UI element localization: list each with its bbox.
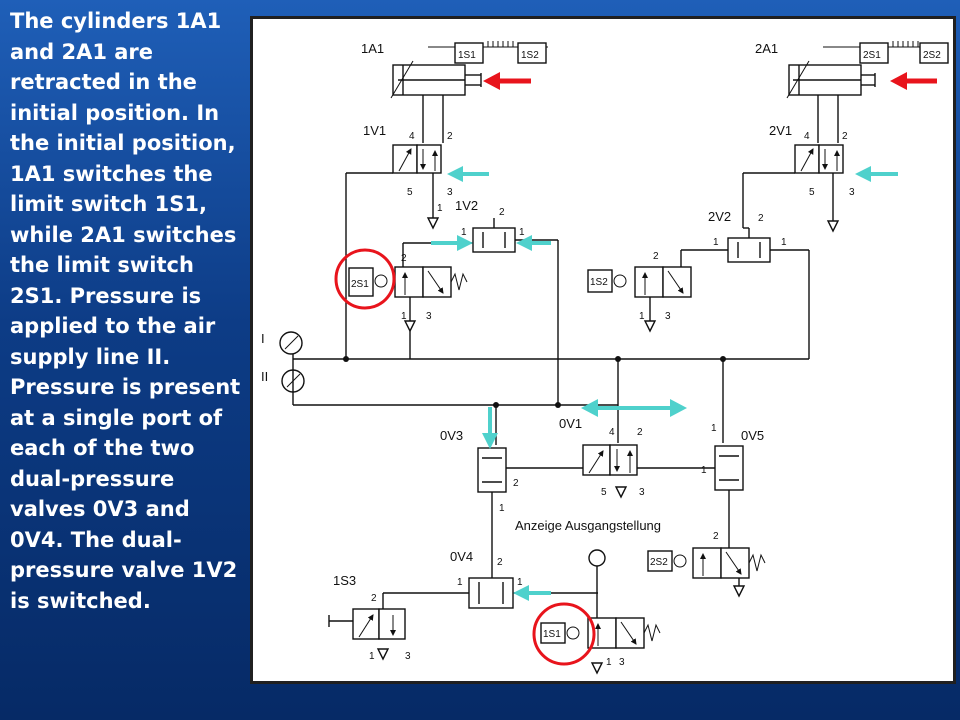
red-arrow-2a1 <box>890 72 937 90</box>
svg-text:3: 3 <box>447 187 453 198</box>
svg-text:1S1: 1S1 <box>543 629 561 640</box>
svg-text:1: 1 <box>781 237 787 248</box>
svg-text:1: 1 <box>437 203 443 214</box>
svg-text:5: 5 <box>809 187 815 198</box>
svg-text:3: 3 <box>665 311 671 322</box>
svg-text:1: 1 <box>517 577 523 588</box>
svg-text:2S2: 2S2 <box>650 557 668 568</box>
pneumatic-diagram: 1A1 1S1 1S2 2A1 <box>250 16 956 684</box>
cylinder-1a1: 1A1 1S1 1S2 <box>361 41 548 143</box>
svg-text:3: 3 <box>849 187 855 198</box>
valve-1v2: 1V2 2 1 1 <box>455 198 559 405</box>
red-arrow-1a1 <box>483 72 531 90</box>
label-1v1: 1V1 <box>363 123 386 138</box>
label-1s3: 1S3 <box>333 573 356 588</box>
svg-text:2: 2 <box>842 131 848 142</box>
label-line-ii: II <box>261 369 268 384</box>
label-line-i: I <box>261 331 265 346</box>
switch-1s1: 1S1 1 3 <box>540 549 661 675</box>
label-2a1: 2A1 <box>755 41 778 56</box>
svg-text:2: 2 <box>637 427 643 438</box>
switch-2s1: 2S1 2 1 3 <box>348 242 473 333</box>
label-1s1-top: 1S1 <box>458 50 476 61</box>
svg-text:3: 3 <box>639 487 645 498</box>
cylinder-2a1: 2A1 2S1 2S2 <box>755 41 949 143</box>
svg-text:1: 1 <box>639 311 645 322</box>
svg-text:4: 4 <box>804 131 810 142</box>
label-2v1: 2V1 <box>769 123 792 138</box>
valve-2v2: 2V2 2 1 1 <box>680 173 810 359</box>
circuit-svg: 1A1 1S1 1S2 2A1 <box>261 41 949 675</box>
svg-text:1: 1 <box>711 423 717 434</box>
switch-1s2: 1S2 2 1 3 <box>587 251 692 333</box>
svg-text:1: 1 <box>701 465 707 476</box>
svg-text:1: 1 <box>606 657 612 668</box>
label-anzeige: Anzeige Ausgangstellung <box>515 518 661 533</box>
svg-text:5: 5 <box>407 187 413 198</box>
label-1a1: 1A1 <box>361 41 384 56</box>
svg-text:1S2: 1S2 <box>590 277 608 288</box>
valve-2v1: 2V1 4 2 5 3 <box>743 123 855 233</box>
svg-text:3: 3 <box>619 657 625 668</box>
svg-text:1: 1 <box>499 503 505 514</box>
svg-text:4: 4 <box>609 427 615 438</box>
label-0v1: 0V1 <box>559 416 582 431</box>
svg-text:3: 3 <box>405 651 411 662</box>
highlight-circle-1s1 <box>532 602 596 666</box>
label-0v5: 0V5 <box>741 428 764 443</box>
svg-text:2: 2 <box>447 131 453 142</box>
valve-1v1: 1V1 4 2 5 3 1 <box>346 123 453 230</box>
svg-text:2: 2 <box>513 478 519 489</box>
supply-lines: I II <box>261 173 809 445</box>
label-2s1-top: 2S1 <box>863 50 881 61</box>
svg-text:4: 4 <box>409 131 415 142</box>
label-2v2: 2V2 <box>708 209 731 224</box>
svg-text:2: 2 <box>713 531 719 542</box>
svg-text:1: 1 <box>369 651 375 662</box>
valve-0v4: 0V4 2 1 1 <box>383 549 598 609</box>
label-1v2: 1V2 <box>455 198 478 213</box>
valve-0v1: 0V1 4 2 5 3 <box>559 416 715 499</box>
label-0v3: 0V3 <box>440 428 463 443</box>
svg-text:2S1: 2S1 <box>351 279 369 290</box>
svg-text:1: 1 <box>457 577 463 588</box>
switch-1s3: 1S3 2 1 3 <box>328 573 411 662</box>
label-0v4: 0V4 <box>450 549 473 564</box>
svg-text:1: 1 <box>461 227 467 238</box>
svg-text:1: 1 <box>401 311 407 322</box>
svg-text:2: 2 <box>371 593 377 604</box>
svg-text:2: 2 <box>497 557 503 568</box>
label-1s2-top: 1S2 <box>521 50 539 61</box>
svg-text:1: 1 <box>713 237 719 248</box>
cyan-arrows <box>431 166 898 601</box>
highlight-circle-2s1 <box>334 248 396 310</box>
valve-0v3: 0V3 2 1 <box>440 428 583 578</box>
svg-text:2: 2 <box>758 213 764 224</box>
svg-text:2: 2 <box>499 207 505 218</box>
svg-text:2: 2 <box>653 251 659 262</box>
svg-text:3: 3 <box>426 311 432 322</box>
svg-text:1: 1 <box>519 227 525 238</box>
svg-text:5: 5 <box>601 487 607 498</box>
svg-text:2: 2 <box>401 253 407 264</box>
valve-0v5: 0V5 1 1 2 <box>701 423 764 548</box>
caption-text: The cylinders 1A1 and 2A1 are retracted … <box>10 9 241 613</box>
switch-2s2: 2S2 <box>647 547 766 598</box>
label-2s2-top: 2S2 <box>923 50 941 61</box>
